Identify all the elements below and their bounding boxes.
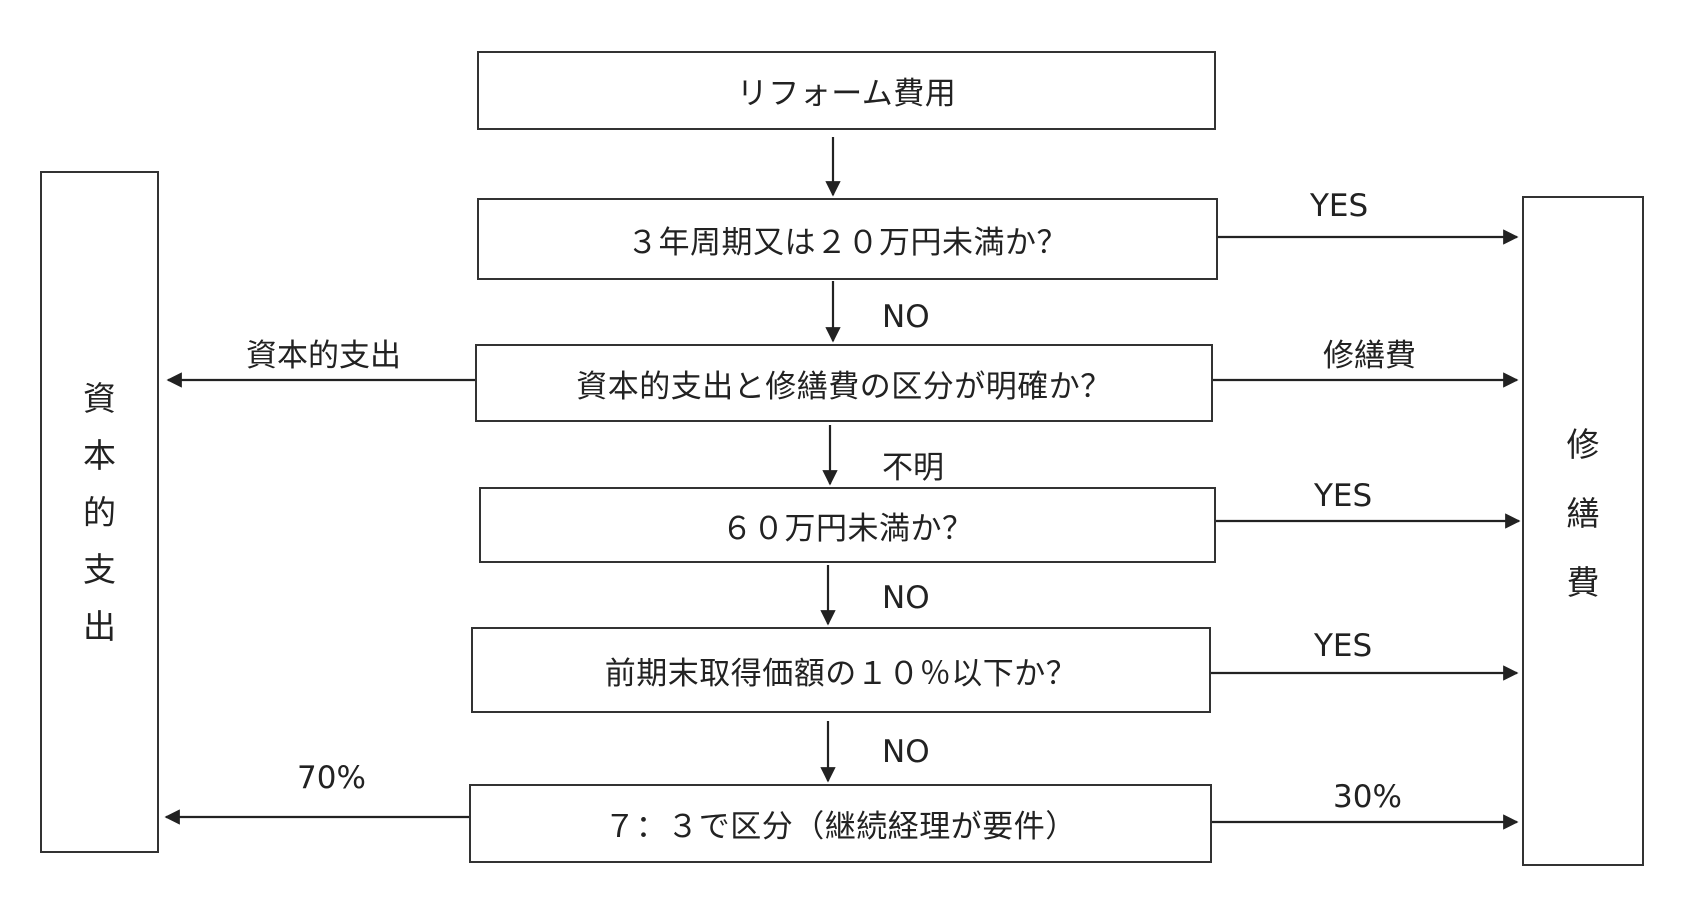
q2-capital-label: 資本的支出 [246,338,401,374]
question-4-text: 前期末取得価額の１０％以下か？ [604,655,1078,692]
question-2-box: 資本的支出と修繕費の区分が明確か？ [475,344,1213,422]
question-1-text: ３年周期又は２０万円未満か？ [627,224,1068,261]
q3-yes-label: YES [1314,478,1373,514]
question-3-text: ６０万円未満か？ [721,510,974,547]
question-2-text: 資本的支出と修繕費の区分が明確か？ [576,368,1112,405]
question-5-text: ７：３で区分（継続経理が要件） [604,809,1077,845]
q1-yes-label: YES [1310,188,1369,224]
q5-capital-percent-label: 70% [297,760,366,796]
q4-no-label: NO [882,734,930,770]
question-3-box: ６０万円未満か？ [479,487,1216,563]
capital-char-4: 支 [83,549,116,589]
capital-char-3: 的 [83,492,116,532]
question-5-box: ７：３で区分（継続経理が要件） [469,784,1212,863]
question-4-box: 前期末取得価額の１０％以下か？ [471,627,1211,713]
capital-char-5: 出 [83,606,116,646]
repair-char-3: 費 [1566,563,1600,602]
capital-char-2: 本 [83,435,116,475]
q1-no-label: NO [882,299,930,335]
repair-char-2: 繕 [1566,494,1600,533]
capital-char-1: 資 [83,378,116,418]
repair-char-1: 修 [1566,425,1600,464]
repair-cost-box: 修 繕 費 [1522,196,1644,866]
start-box: リフォーム費用 [477,51,1216,130]
q3-no-label: NO [882,580,930,616]
q2-unclear-label: 不明 [882,450,944,486]
q2-repair-label: 修繕費 [1323,338,1416,374]
start-text: リフォーム費用 [736,76,957,112]
question-1-box: ３年周期又は２０万円未満か？ [477,198,1218,280]
capital-expenditure-box: 資 本 的 支 出 [40,171,159,853]
q4-yes-label: YES [1314,628,1373,664]
q5-repair-percent-label: 30% [1333,779,1402,815]
